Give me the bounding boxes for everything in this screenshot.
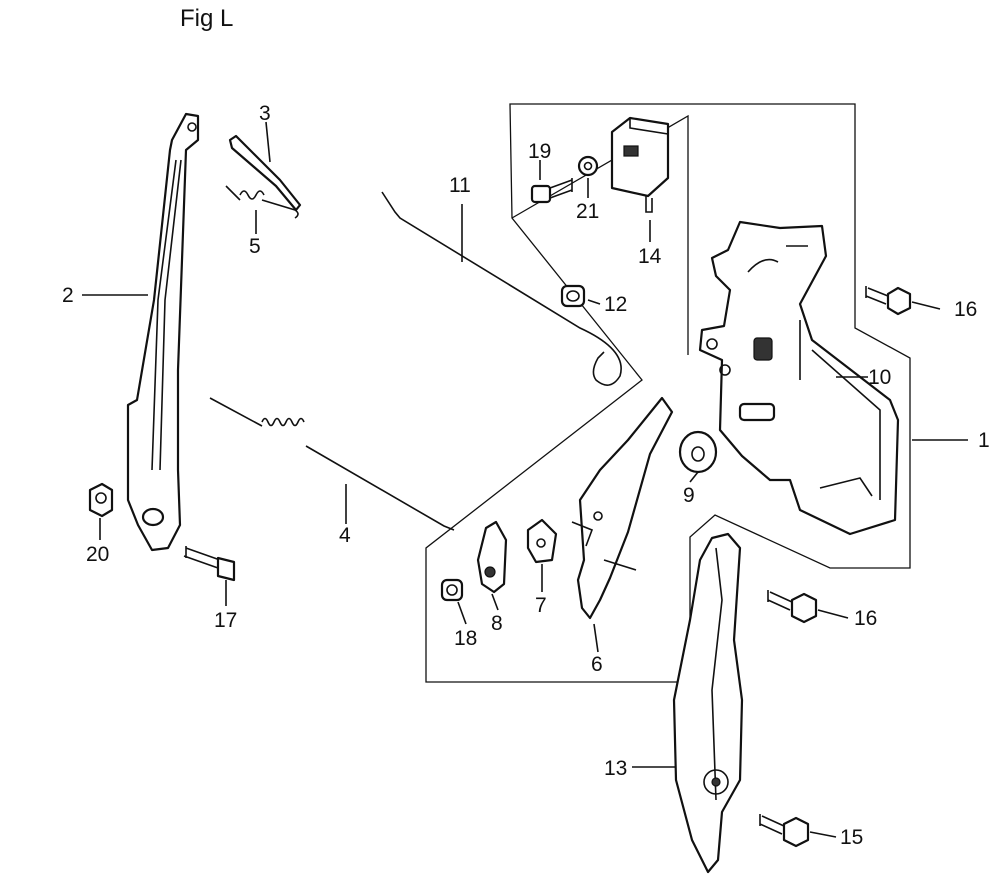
- callout-9: 9: [683, 484, 695, 507]
- callout-6: 6: [591, 653, 603, 676]
- part-14-switch: [610, 116, 670, 213]
- part-5-spring: [225, 185, 299, 219]
- callout-21: 21: [576, 200, 599, 223]
- part-2-control-arm: [126, 112, 200, 552]
- part-19-bolt: [530, 178, 573, 204]
- callout-19: 19: [528, 140, 551, 163]
- part-16-bolt-upper: [865, 286, 912, 316]
- part-18-nut: [440, 578, 464, 602]
- part-16-bolt-lower: [767, 590, 818, 624]
- part-21-washer: [577, 155, 599, 177]
- part-12-nut: [560, 284, 586, 308]
- part-9-washer: [678, 430, 718, 474]
- part-6-lever: [571, 396, 674, 620]
- part-3-clip: [228, 134, 302, 212]
- callout-11: 11: [449, 174, 471, 197]
- part-11-throttle-rod: [381, 191, 622, 386]
- callout-10: 10: [868, 366, 891, 389]
- callout-20: 20: [86, 543, 109, 566]
- callout-14: 14: [638, 245, 662, 268]
- callout-1: 1: [978, 429, 990, 452]
- callout-16-lower: 16: [854, 607, 877, 630]
- switch-subgroup-outline: [511, 114, 689, 355]
- callout-7: 7: [535, 594, 547, 617]
- part-7-washer-plate: [526, 518, 558, 564]
- callout-8: 8: [491, 612, 503, 635]
- leader-lines: [82, 121, 968, 838]
- figure-title: Fig L: [180, 5, 233, 32]
- part-15-bolt: [759, 814, 810, 848]
- callout-12: 12: [604, 293, 627, 316]
- part-10-bracket: [698, 220, 900, 536]
- callout-4: 4: [339, 524, 351, 547]
- callout-15: 15: [840, 826, 863, 849]
- callout-3: 3: [259, 102, 271, 125]
- callout-2: 2: [62, 284, 74, 307]
- part-20-nut: [88, 482, 114, 518]
- callout-16-upper: 16: [954, 298, 977, 321]
- callout-17: 17: [214, 609, 237, 632]
- part-8-link: [476, 520, 508, 594]
- assembly-outline-upper: [425, 103, 911, 683]
- callout-13: 13: [604, 757, 627, 780]
- callout-18: 18: [454, 627, 477, 650]
- part-17-bolt: [183, 546, 236, 582]
- callout-labels: 1 2 3 4 5 6 7 8 9 10 11 12 13 14 15 16 1…: [62, 102, 990, 849]
- part-13-cover: [672, 532, 744, 874]
- callout-5: 5: [249, 235, 261, 258]
- part-4-cable: [209, 397, 455, 531]
